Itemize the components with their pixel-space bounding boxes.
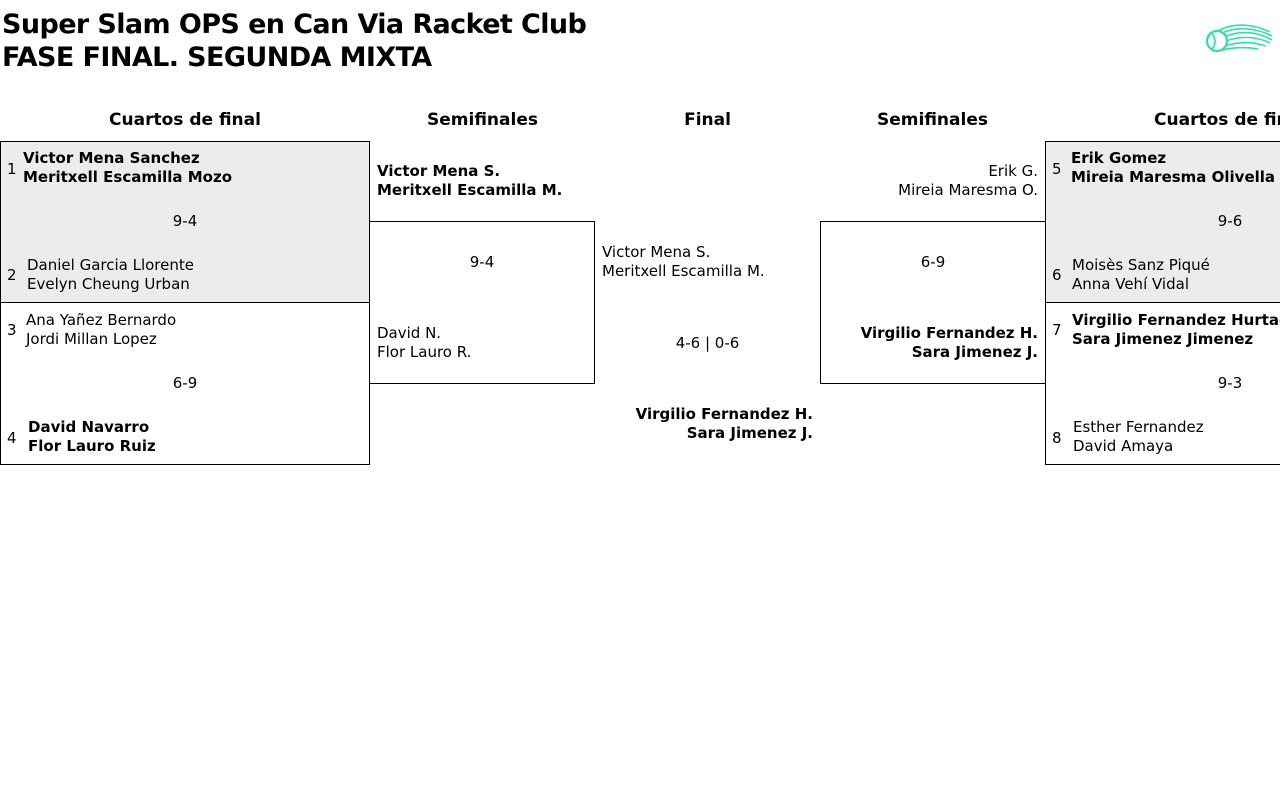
match-score: 6-9 bbox=[172, 374, 198, 392]
player-name: Moisès Sanz Piqué bbox=[1072, 256, 1210, 274]
team-names: David N. Flor Lauro R. bbox=[377, 324, 471, 362]
player-name: Ana Yañez Bernardo bbox=[26, 311, 177, 329]
match-score: 9-4 bbox=[172, 212, 198, 230]
round-header-right-qf: Cuartos de final bbox=[1154, 110, 1280, 130]
round-header-left-sf: Semifinales bbox=[427, 110, 538, 130]
match-score: 9-3 bbox=[1217, 374, 1243, 392]
team-names: Virgilio Fernandez H. Sara Jimenez J. bbox=[600, 405, 813, 443]
player-name: Daniel Garcia Llorente bbox=[27, 256, 194, 274]
player-name: Sara Jimenez Jimenez bbox=[1072, 330, 1254, 348]
match-box-sf-left bbox=[369, 221, 595, 384]
team-names: Moisès Sanz Piqué Anna Vehí Vidal bbox=[1072, 256, 1210, 294]
seed-number: 1 bbox=[7, 160, 17, 178]
team-names: Ana Yañez Bernardo Jordi Millan Lopez bbox=[26, 311, 176, 349]
seed-number: 2 bbox=[7, 266, 17, 284]
player-name: Erik G. bbox=[988, 162, 1038, 180]
team-names: Erik G. Mireia Maresma O. bbox=[825, 162, 1038, 200]
player-name: Victor Mena S. bbox=[602, 243, 711, 261]
team-names: Virgilio Fernandez H. Sara Jimenez J. bbox=[825, 324, 1038, 362]
tennis-ball-logo-icon bbox=[1205, 24, 1273, 53]
player-name: Virgilio Fernandez H. bbox=[635, 405, 813, 423]
player-name: Meritxell Escamilla M. bbox=[377, 181, 563, 199]
player-name: David Navarro bbox=[28, 418, 150, 436]
player-name: Flor Lauro R. bbox=[377, 343, 472, 361]
player-name: Meritxell Escamilla Mozo bbox=[23, 168, 233, 186]
seed-number: 3 bbox=[7, 321, 17, 339]
player-name: David N. bbox=[377, 324, 442, 342]
round-header-right-sf: Semifinales bbox=[877, 110, 988, 130]
player-name: Sara Jimenez J. bbox=[911, 343, 1038, 361]
player-name: Erik Gomez bbox=[1071, 149, 1167, 167]
seed-number: 4 bbox=[7, 429, 17, 447]
match-score: 6-9 bbox=[920, 253, 946, 271]
seed-number: 5 bbox=[1052, 160, 1062, 178]
page-subtitle: FASE FINAL. SEGUNDA MIXTA bbox=[2, 42, 432, 73]
team-names: Erik Gomez Mireia Maresma Olivella bbox=[1071, 149, 1275, 187]
seed-number: 6 bbox=[1052, 266, 1062, 284]
round-header-left-qf: Cuartos de final bbox=[109, 110, 261, 130]
player-name: Jordi Millan Lopez bbox=[26, 330, 157, 348]
player-name: Victor Mena S. bbox=[377, 162, 501, 180]
player-name: Victor Mena Sanchez bbox=[23, 149, 200, 167]
player-name: Virgilio Fernandez H. bbox=[860, 324, 1038, 342]
player-name: Evelyn Cheung Urban bbox=[27, 275, 190, 293]
match-score: 9-6 bbox=[1217, 212, 1243, 230]
player-name: David Amaya bbox=[1073, 437, 1174, 455]
team-names: Victor Mena Sanchez Meritxell Escamilla … bbox=[23, 149, 232, 187]
final-score: 4-6 | 0-6 bbox=[675, 334, 740, 352]
player-name: Meritxell Escamilla M. bbox=[602, 262, 765, 280]
player-name: Mireia Maresma Olivella bbox=[1071, 168, 1276, 186]
seed-number: 8 bbox=[1052, 429, 1062, 447]
team-names: Daniel Garcia Llorente Evelyn Cheung Urb… bbox=[27, 256, 194, 294]
seed-number: 7 bbox=[1052, 321, 1062, 339]
player-name: Esther Fernandez bbox=[1073, 418, 1204, 436]
team-names: Victor Mena S. Meritxell Escamilla M. bbox=[377, 162, 562, 200]
match-box-qf3 bbox=[1045, 141, 1280, 303]
team-names: David Navarro Flor Lauro Ruiz bbox=[28, 418, 156, 456]
player-name: Mireia Maresma O. bbox=[898, 181, 1038, 199]
team-names: Virgilio Fernandez Hurtado Sara Jimenez … bbox=[1072, 311, 1280, 349]
player-name: Virgilio Fernandez Hurtado bbox=[1072, 311, 1280, 329]
match-box-qf1 bbox=[0, 141, 370, 303]
match-score: 9-4 bbox=[469, 253, 495, 271]
team-names: Victor Mena S. Meritxell Escamilla M. bbox=[602, 243, 765, 281]
player-name: Flor Lauro Ruiz bbox=[28, 437, 156, 455]
player-name: Sara Jimenez J. bbox=[686, 424, 813, 442]
team-names: Esther Fernandez David Amaya bbox=[1073, 418, 1204, 456]
match-box-qf4 bbox=[1045, 302, 1280, 465]
round-header-final: Final bbox=[684, 110, 731, 130]
page-title: Super Slam OPS en Can Via Racket Club bbox=[2, 9, 587, 40]
player-name: Anna Vehí Vidal bbox=[1072, 275, 1189, 293]
